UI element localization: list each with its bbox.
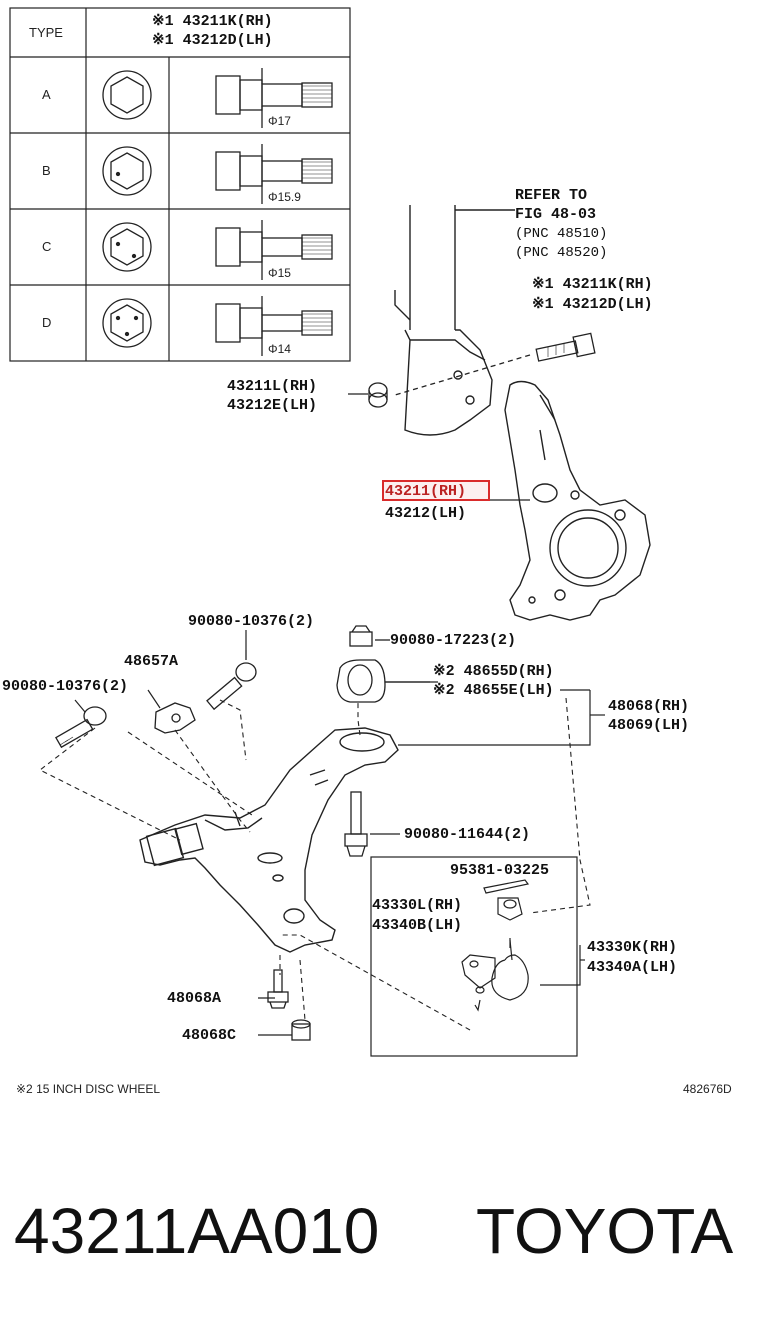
bolt-90080-11644 [344, 791, 400, 857]
callout-bolt-90080-10376-left[interactable]: 90080-10376(2) [2, 678, 129, 695]
callout-balljoint-lh[interactable]: 43340A(LH) [587, 959, 678, 976]
nut-90080-17223 [349, 625, 390, 647]
nut-48068c [291, 1019, 311, 1041]
callout-nut-48068c[interactable]: 48068C [182, 1027, 237, 1044]
callout-bracket-48657a[interactable]: 48657A [124, 653, 179, 670]
bolt-head-views [102, 70, 152, 348]
lower-control-arm [139, 727, 399, 953]
callout-balljoint-nut-rh[interactable]: 43330L(RH) [372, 897, 463, 914]
highlight-box [382, 480, 490, 501]
strut-assembly [394, 205, 515, 436]
refer-line-2: FIG 48-03 [515, 206, 597, 223]
table-row-diameter-a: Φ17 [268, 114, 291, 128]
callout-bolt-48068a[interactable]: 48068A [167, 990, 222, 1007]
bolt-90080-10376-upper [206, 650, 257, 711]
steering-knuckle [504, 380, 651, 621]
callout-arm-rh[interactable]: 48068(RH) [608, 698, 690, 715]
bushing [336, 659, 438, 703]
bracket-48657a [154, 702, 196, 734]
table-row-type-c: C [42, 239, 52, 254]
table-header-type: TYPE [29, 25, 63, 40]
refer-line-3: (PNC 48510) [515, 226, 608, 242]
product-part-number: 43211AA010 [14, 1195, 380, 1267]
table-row-type-d: D [42, 315, 52, 330]
footer-note: ※2 15 INCH DISC WHEEL [16, 1082, 161, 1096]
callout-balljoint-nut-lh[interactable]: 43340B(LH) [372, 917, 463, 934]
ball-joint-group [370, 856, 578, 1057]
table-row-type-b: B [42, 163, 51, 178]
bolt-side-views [215, 68, 333, 356]
strut-bolt [394, 332, 596, 396]
bolt-90080-10376-left [55, 706, 107, 749]
callout-nut-rh[interactable]: 43211L(RH) [227, 378, 318, 395]
callout-bolt-90080-11644[interactable]: 90080-11644(2) [404, 826, 531, 843]
refer-line-4: (PNC 48520) [515, 245, 608, 261]
table-row-diameter-d: Φ14 [268, 342, 291, 356]
product-brand: TOYOTA [476, 1195, 734, 1267]
callout-knuckle-rh[interactable]: 43211(RH) [385, 483, 467, 500]
callout-bolt-90080-10376-upper[interactable]: 90080-10376(2) [188, 613, 315, 630]
callout-nut-90080-17223[interactable]: 90080-17223(2) [390, 632, 517, 649]
callout-nut-lh[interactable]: 43212E(LH) [227, 397, 318, 414]
strut-nut [368, 382, 388, 408]
callout-bolt-lh[interactable]: ※1 43212D(LH) [532, 296, 653, 313]
table-header-part-rh: ※1 43211K(RH) [152, 13, 273, 30]
table-row-type-a: A [42, 87, 51, 102]
leader-lines [74, 393, 605, 1036]
callout-bushing-lh[interactable]: ※2 48655E(LH) [433, 682, 554, 699]
callout-bolt-rh[interactable]: ※1 43211K(RH) [532, 276, 653, 293]
table-row-diameter-c: Φ15 [268, 266, 291, 280]
callout-arm-lh[interactable]: 48069(LH) [608, 717, 690, 734]
figure-code: 482676D [683, 1082, 732, 1096]
callout-knuckle-lh[interactable]: 43212(LH) [385, 505, 467, 522]
table-header-part-lh: ※1 43212D(LH) [152, 32, 273, 49]
callout-bushing-rh[interactable]: ※2 48655D(RH) [433, 663, 554, 680]
callout-balljoint-rh[interactable]: 43330K(RH) [587, 939, 678, 956]
bolt-type-table [9, 7, 351, 362]
dashed-leaders [38, 697, 591, 1031]
bolt-48068a [267, 969, 289, 1009]
table-row-diameter-b: Φ15.9 [268, 190, 301, 204]
callout-pin-95381[interactable]: 95381-03225 [450, 862, 550, 879]
refer-line-1: REFER TO [515, 187, 588, 204]
